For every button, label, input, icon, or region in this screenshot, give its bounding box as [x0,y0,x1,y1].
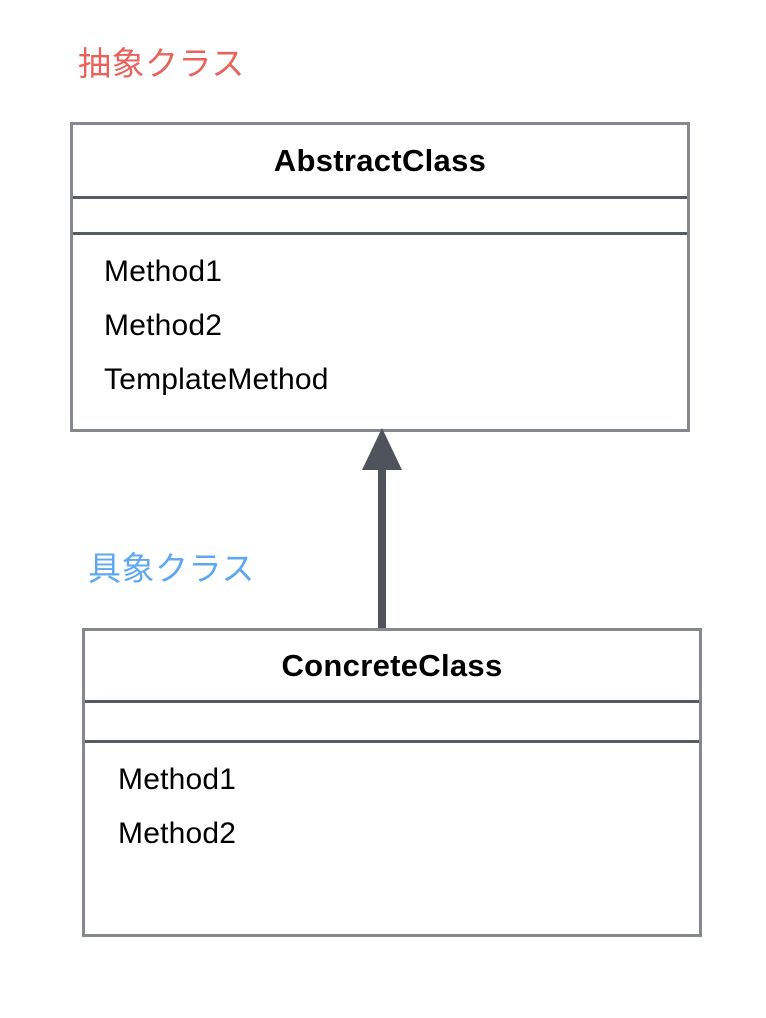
uml-divider-name-attributes-concrete [85,700,699,703]
uml-operation-item: TemplateMethod [104,363,329,396]
uml-operation-item: Method1 [104,255,223,288]
uml-class-box-abstract[interactable]: AbstractClass Method1 Method2 TemplateMe… [70,122,690,432]
uml-class-name-abstract: AbstractClass [273,143,487,178]
abstract-class-annotation-label: 抽象クラス [78,45,245,82]
uml-divider-attributes-operations-concrete [85,740,699,743]
uml-operation-item: Method2 [118,817,237,850]
uml-operations-compartment-concrete: Method1 Method2 [85,743,699,861]
inheritance-arrow-icon [362,428,402,634]
concrete-class-annotation-label: 具象クラス [88,550,255,587]
uml-operation-item: Method1 [118,763,237,796]
uml-divider-attributes-operations-abstract [73,232,687,235]
uml-class-name-concrete: ConcreteClass [281,648,503,683]
uml-class-box-concrete[interactable]: ConcreteClass Method1 Method2 [82,628,702,937]
uml-divider-name-attributes-abstract [73,196,687,199]
uml-operations-compartment-abstract: Method1 Method2 TemplateMethod [73,235,687,407]
uml-attributes-compartment-abstract [73,199,687,232]
inheritance-arrowhead [362,428,402,470]
uml-attributes-compartment-concrete [85,703,699,740]
uml-operation-item: Method2 [104,309,223,342]
